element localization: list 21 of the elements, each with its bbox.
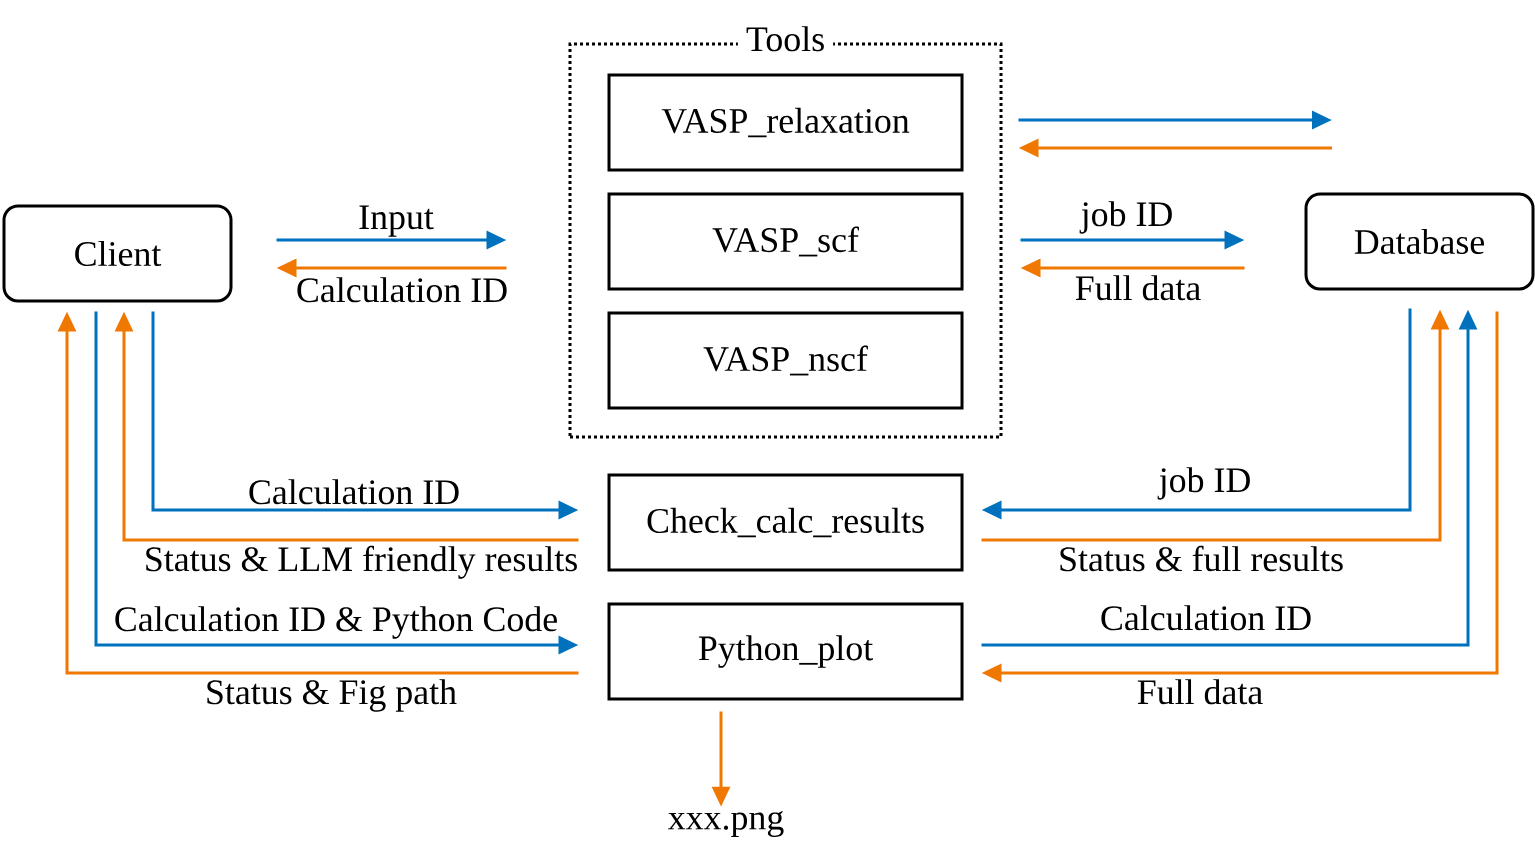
edge-label: Full data	[1137, 679, 1263, 705]
rounded-box: Client	[2, 204, 233, 303]
edge-label: Calculation ID	[297, 277, 507, 303]
process-box: Python_plot	[607, 602, 964, 701]
edge-label: Status & Fig path	[207, 679, 457, 712]
edge-label: Full data	[1075, 275, 1201, 301]
process-box: VASP_relaxation	[607, 73, 964, 172]
edge-label: Calculation ID & Python Code	[115, 606, 557, 639]
rounded-box: Database	[1304, 192, 1535, 291]
edge-label: Calculation ID	[249, 479, 459, 505]
file-name: xxx.png	[668, 810, 784, 838]
edge-label: Input	[359, 205, 434, 237]
group-heading: Tools	[737, 24, 834, 54]
edge-label: job ID	[1079, 201, 1172, 234]
process-box: Check_calc_results	[607, 473, 964, 572]
edge-label: job ID	[1157, 467, 1250, 500]
edge-label: Calculation ID	[1101, 605, 1311, 631]
edge-label: Status & full results	[1060, 545, 1343, 572]
process-box: VASP_nscf	[607, 311, 964, 410]
process-box: VASP_scf	[607, 192, 964, 291]
edge-label: Status & LLM friendly results	[146, 545, 577, 579]
